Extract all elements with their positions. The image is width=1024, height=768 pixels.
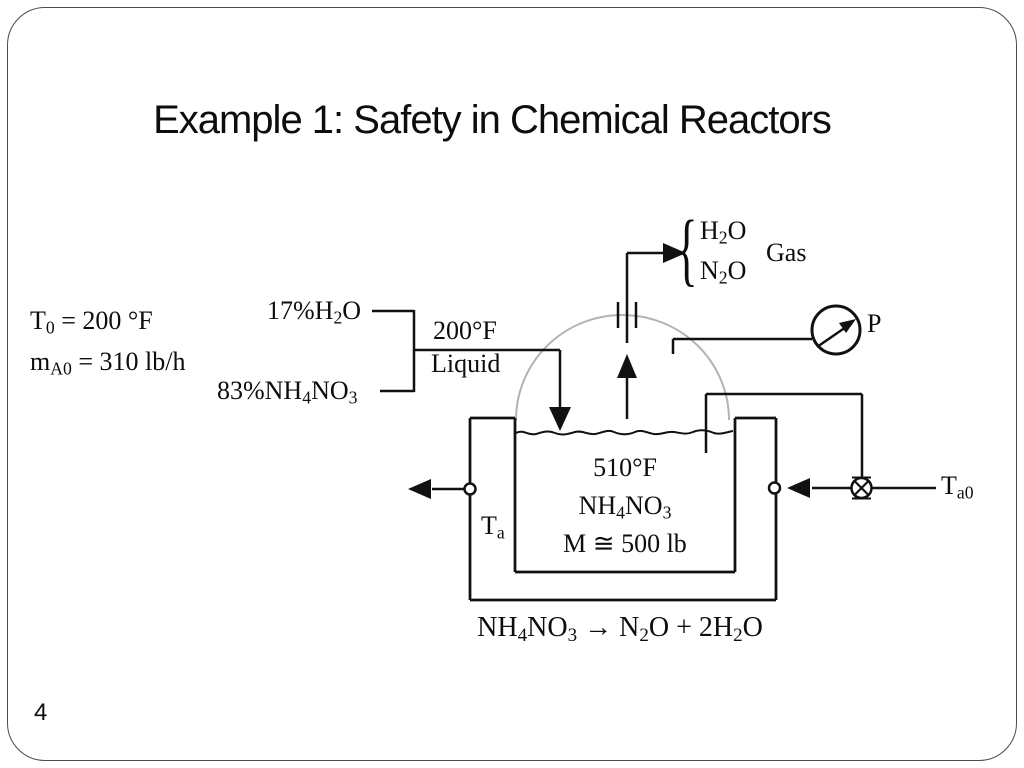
- coolant-outlet-arrowhead: [408, 479, 431, 499]
- coolant-outlet-piping: [408, 479, 477, 499]
- slide-title: Example 1: Safety in Chemical Reactors: [153, 98, 832, 142]
- inlet-flow-label: mA0 = 310 lb/h: [30, 347, 186, 379]
- coolant-inlet-piping: [767, 478, 936, 498]
- feed-down-arrowhead: [549, 407, 571, 431]
- stream-temperature-label: 200°F: [433, 316, 497, 345]
- gas-component-h2o-label: H2O: [700, 216, 747, 248]
- valve-end-caps: [852, 476, 871, 500]
- gauge-dial-circle: [810, 304, 862, 356]
- reactor-dome-arc: [515, 314, 730, 421]
- vent-piping: [616, 251, 664, 419]
- jacket-inlet-port: [767, 481, 782, 495]
- jacket-temperature-label: Ta: [481, 511, 505, 543]
- ammonium-nitrate-fraction-label: 83%NH4NO3: [217, 376, 358, 408]
- page-number: 4: [34, 699, 48, 726]
- gas-component-n2o-label: N2O: [700, 256, 747, 288]
- gauge-needle: [816, 325, 847, 349]
- temperature-sensor-control-line: [704, 392, 864, 477]
- liquid-surface-wave: [515, 429, 734, 436]
- reaction-equation: NH4NO3 → N2O + 2H2O: [477, 612, 763, 646]
- coolant-inlet-arrowhead: [787, 478, 810, 498]
- control-valve: [850, 476, 873, 500]
- coolant-inlet-temperature-label: Ta0: [941, 471, 974, 503]
- vapor-up-arrowhead: [617, 354, 637, 378]
- gauge-needle-arrowhead: [839, 319, 856, 333]
- feed-piping: [372, 309, 562, 409]
- gas-components-brace: {: [676, 203, 698, 294]
- inlet-temperature-label: T0 = 200 °F: [30, 306, 153, 338]
- gas-outlet-arrowhead: [663, 243, 686, 263]
- water-fraction-label: 17%H2O: [267, 296, 362, 328]
- reactor-contents-label: NH4NO3: [578, 491, 672, 523]
- reactor-vessel-and-jacket: [468, 416, 778, 602]
- pressure-gauge: [671, 304, 862, 356]
- jacket-outlet-port: [463, 482, 477, 496]
- valve-x-mark: [853, 480, 870, 496]
- reactor-mass-label: M ≅ 500 lb: [563, 529, 687, 558]
- gas-label: Gas: [766, 238, 807, 267]
- stream-phase-label: Liquid: [431, 349, 501, 378]
- reactor-temperature-label: 510°F: [593, 453, 657, 482]
- pressure-gauge-label: P: [867, 309, 882, 338]
